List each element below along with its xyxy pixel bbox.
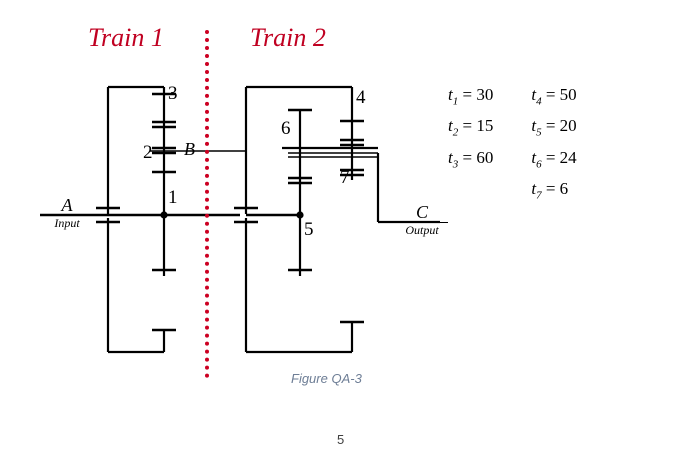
- port-input-rule: [44, 215, 90, 216]
- tooth-count-row: t6 = 24: [531, 149, 576, 170]
- eq-operator: =: [545, 179, 556, 199]
- train-1-title: Train 1: [88, 23, 164, 52]
- eq-value: 50: [559, 85, 577, 104]
- eq-operator: =: [545, 85, 556, 104]
- tooth-count-row: t5 = 20: [531, 117, 576, 138]
- eq-symbol: t: [448, 85, 453, 104]
- eq-symbol: t: [531, 85, 537, 104]
- eq-symbol: t: [531, 116, 537, 136]
- node-dot-train2: [296, 211, 304, 219]
- port-output-C: C Output: [396, 203, 448, 236]
- eq-index: 7: [536, 189, 542, 202]
- eq-value: 24: [559, 147, 577, 167]
- train-2-title: Train 2: [250, 23, 326, 52]
- eq-index: 6: [536, 158, 542, 171]
- eq-operator: =: [462, 116, 473, 136]
- node-dot-train1: [160, 211, 168, 219]
- eq-operator: =: [462, 85, 473, 104]
- eq-symbol: t: [531, 147, 537, 167]
- tooth-count-list: t1 = 30 t2 = 15 t3 = 60 t4 = 50 t5: [448, 86, 577, 202]
- eq-value: 30: [476, 85, 494, 104]
- eq-value: 6: [559, 179, 569, 199]
- eq-operator: =: [545, 147, 556, 167]
- gear-4-label: 4: [356, 87, 366, 108]
- eq-index: 5: [536, 126, 542, 139]
- gear-5-label: 5: [304, 219, 314, 240]
- gear-2-label: 2: [143, 142, 153, 163]
- eq-symbol: t: [531, 179, 537, 199]
- gear-7-label: 7: [340, 167, 350, 188]
- eq-index: 4: [536, 95, 542, 108]
- eq-value: 20: [559, 116, 577, 136]
- port-input-letter: A: [61, 195, 73, 215]
- eq-index: 3: [452, 158, 459, 171]
- eq-value: 15: [476, 116, 494, 136]
- eq-index: 2: [452, 126, 459, 139]
- port-input-A: A Input: [44, 196, 90, 229]
- tooth-count-row: t2 = 15: [448, 117, 493, 138]
- tooth-count-column-left: t1 = 30 t2 = 15 t3 = 60: [448, 86, 493, 202]
- eq-index: 1: [452, 95, 459, 108]
- eq-value: 60: [476, 147, 494, 167]
- tooth-count-row: t4 = 50: [531, 86, 576, 107]
- port-intermediate-B: B: [184, 139, 195, 159]
- tooth-count-row: t7 = 6: [531, 180, 576, 201]
- gear-1-label: 1: [168, 187, 178, 208]
- train-divider: [205, 30, 213, 378]
- port-output-rule: [396, 222, 448, 223]
- tooth-count-column-right: t4 = 50 t5 = 20 t6 = 24 t7 = 6: [531, 86, 576, 202]
- eq-operator: =: [462, 147, 473, 167]
- port-input-role: Input: [54, 216, 80, 230]
- tooth-count-row: t3 = 60: [448, 149, 493, 170]
- port-output-letter: C: [415, 202, 428, 222]
- eq-operator: =: [545, 116, 556, 136]
- gear-3-label: 3: [168, 83, 178, 104]
- tooth-count-row: t1 = 30: [448, 86, 493, 107]
- eq-symbol: t: [448, 116, 453, 136]
- page-number: 5: [337, 432, 345, 447]
- eq-symbol: t: [448, 147, 453, 167]
- figure-caption: Figure QA-3: [291, 371, 362, 386]
- gear-6-label: 6: [281, 118, 291, 139]
- port-output-role: Output: [405, 223, 439, 237]
